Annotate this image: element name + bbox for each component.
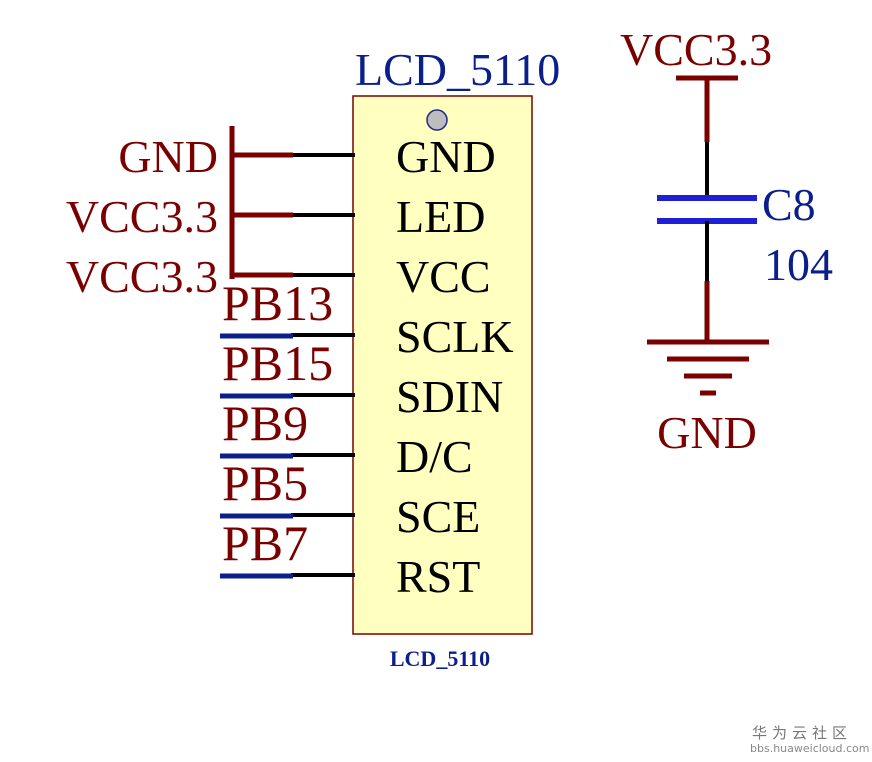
net-label-led-vcc33: VCC3.3 [66, 191, 218, 242]
pin-stubs [291, 153, 355, 577]
pin1-marker [426, 109, 448, 131]
pin-label-sce: SCE [396, 491, 480, 542]
left-net-labels: GND VCC3.3 VCC3.3 PB13 PB15 PB9 PB5 PB7 [66, 131, 333, 571]
net-label-gnd: GND [118, 131, 218, 182]
cap-power-label: VCC3.3 [620, 24, 772, 75]
capacitor-circuit[interactable]: VCC3.3 C8 104 GND [620, 24, 833, 458]
pin-label-sdin: SDIN [396, 371, 503, 422]
component-footer-label: LCD_5110 [390, 646, 490, 671]
cap-ground-label: GND [657, 407, 757, 458]
net-label-vcc-vcc33: VCC3.3 [66, 251, 218, 302]
signal-wires [220, 333, 293, 579]
ground-symbol [647, 339, 769, 396]
net-label-pb9: PB9 [222, 395, 308, 451]
cap-ref-label: C8 [762, 179, 816, 230]
power-wires [229, 126, 293, 279]
component-body [352, 95, 533, 635]
lcd-component[interactable]: LCD_5110 GND LED VCC SCLK SDIN D/C SCE R… [352, 44, 560, 671]
net-label-pb15: PB15 [222, 335, 333, 391]
pin-label-sclk: SCLK [396, 311, 514, 362]
pin-label-gnd: GND [396, 131, 496, 182]
watermark: 华为云社区 bbs.huaweicloud.com [750, 724, 869, 755]
net-label-pb13: PB13 [222, 275, 333, 331]
net-label-pb5: PB5 [222, 455, 308, 511]
pin-label-rst: RST [396, 551, 480, 602]
watermark-text: 华为云社区 [752, 724, 852, 742]
watermark-url: bbs.huaweicloud.com [750, 742, 869, 755]
pin-label-vcc: VCC [396, 251, 491, 302]
pin-label-led: LED [396, 191, 485, 242]
component-designator: LCD_5110 [355, 44, 560, 95]
pin-label-dc: D/C [396, 431, 473, 482]
cap-value-label: 104 [764, 239, 833, 290]
net-label-pb7: PB7 [222, 515, 308, 571]
